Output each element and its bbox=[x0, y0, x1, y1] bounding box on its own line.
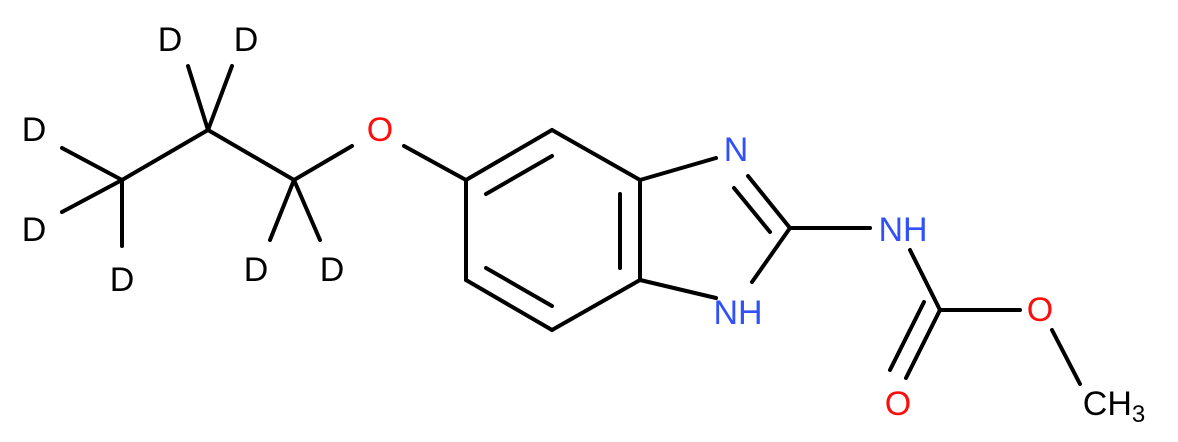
bond-ch2-o bbox=[292, 144, 354, 182]
atom-d3: D bbox=[22, 111, 47, 149]
atom-n-ring: N bbox=[724, 131, 749, 169]
bond-c-d4 bbox=[60, 178, 124, 214]
bond-ring-a bbox=[464, 128, 554, 182]
bond-c-o-double-a bbox=[904, 308, 942, 380]
atom-d1: D bbox=[158, 21, 183, 59]
bond-ring-e bbox=[464, 278, 554, 332]
bond-ring-a-inner bbox=[484, 154, 554, 196]
atom-labels: D D D D D D D O N NH NH O O CH3 bbox=[22, 21, 1146, 428]
bond-nh-c bbox=[638, 278, 718, 300]
atom-d7: D bbox=[320, 251, 345, 289]
atom-n-carbamate-h: H bbox=[903, 211, 928, 249]
atom-ch3-sub: 3 bbox=[1132, 401, 1145, 428]
bond-c-d7 bbox=[292, 178, 322, 242]
atom-d5: D bbox=[110, 261, 135, 299]
bond-n-carbonyl-c bbox=[908, 248, 942, 312]
bond-ch3-ch2 bbox=[120, 128, 210, 182]
atom-nh-ring: NH bbox=[713, 294, 762, 332]
bond-c-d3 bbox=[60, 146, 124, 182]
atom-n-carbamate: NH bbox=[878, 211, 927, 249]
atom-d4: D bbox=[22, 211, 47, 249]
atom-d2: D bbox=[234, 21, 259, 59]
bond-c-o-double-b bbox=[888, 300, 926, 372]
bond-c-n-ring bbox=[638, 156, 718, 182]
bond-n-c2-double-b bbox=[732, 186, 772, 234]
bond-ring-d bbox=[550, 278, 642, 332]
atom-n-carbamate-n: N bbox=[878, 211, 903, 249]
atom-o-ether: O bbox=[367, 111, 393, 149]
bond-c2-nh bbox=[750, 226, 792, 284]
atom-n-ring-nh: NH bbox=[713, 294, 762, 332]
bond-c-d1 bbox=[186, 64, 210, 132]
bond-o-ch3 bbox=[1050, 328, 1082, 386]
bond-group bbox=[60, 64, 1082, 386]
bond-c-d6 bbox=[268, 178, 296, 242]
bond-ring-b bbox=[550, 128, 642, 182]
bond-n-c2-double-a bbox=[746, 174, 792, 230]
bond-ch2-ch2 bbox=[206, 128, 296, 182]
bond-ring-e-inner bbox=[484, 266, 554, 308]
atom-ch3-c: CH bbox=[1083, 385, 1132, 423]
atom-d6: D bbox=[244, 251, 269, 289]
atom-o-carbonyl: O bbox=[885, 385, 911, 423]
atom-ch3: CH3 bbox=[1083, 385, 1145, 428]
bond-o-aryl bbox=[402, 144, 468, 182]
bond-c-d2 bbox=[206, 64, 234, 132]
atom-o-carbamate: O bbox=[1027, 291, 1053, 329]
